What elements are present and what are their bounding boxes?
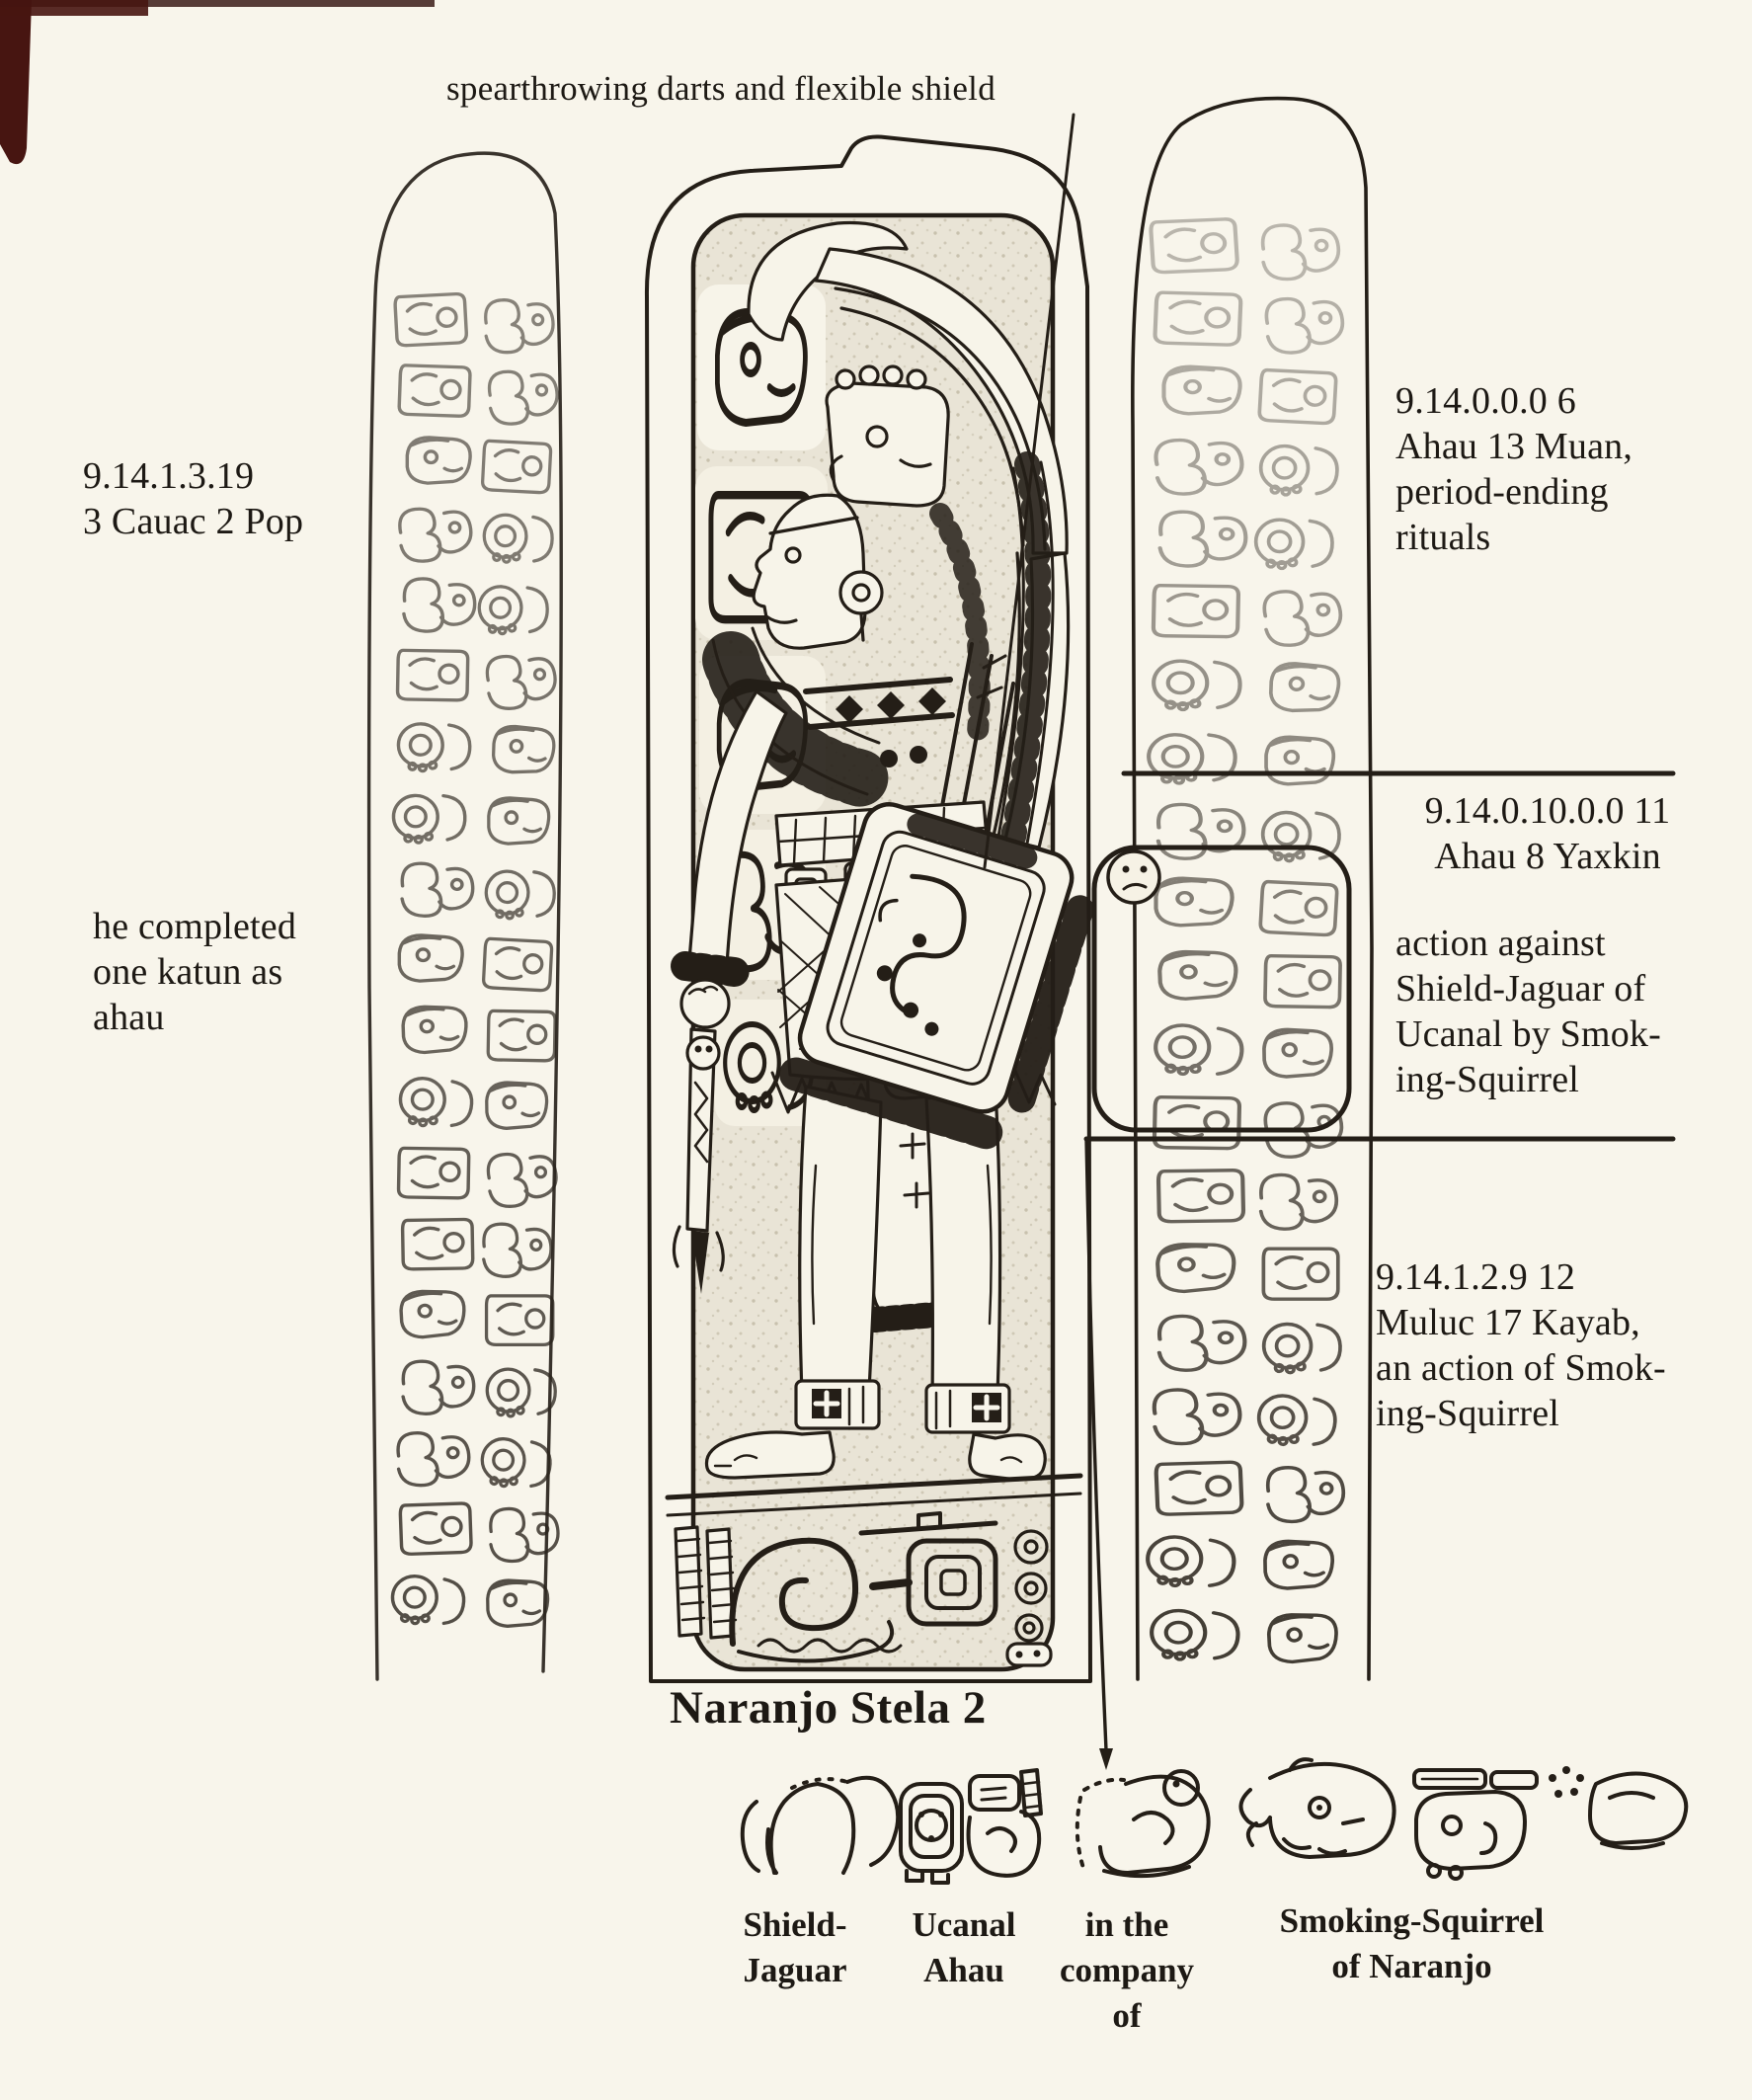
annotation-line: Ucanal by Smok-: [1395, 1013, 1661, 1055]
annotation-line: period-ending: [1395, 471, 1609, 513]
right-stela-drawing: [1106, 96, 1374, 1681]
center-stela-drawing: [644, 134, 1094, 1683]
annotation-line: ing-Squirrel: [1376, 1393, 1560, 1434]
right-stela-glyphs: [1146, 218, 1346, 1665]
annotation-muluc-event: 9.14.1.2.9 12 Muluc 17 Kayab, an action …: [1376, 1254, 1666, 1436]
annotation-line: rituals: [1395, 517, 1491, 558]
glyph-label-shield-jaguar: Shield- Jaguar: [706, 1902, 884, 1993]
annotation-line: Ahau 13 Muan,: [1395, 426, 1633, 467]
shield-annotation-label: spearthrowing darts and flexible shield: [446, 69, 995, 108]
annotation-line: Ahau 8 Yaxkin: [1434, 836, 1661, 877]
ear-spool: [838, 570, 884, 615]
annotation-line: action against: [1395, 923, 1606, 964]
feather-collar: [702, 631, 890, 807]
glyph-label-ucanal-ahau: Ucanal Ahau: [875, 1902, 1053, 1993]
annotation-line: 3 Cauac 2 Pop: [83, 501, 304, 542]
glyph-label-line: Jaguar: [743, 1951, 847, 1989]
ucanal-ahau-glyph: [899, 1768, 1043, 1885]
ruler-head: [752, 493, 884, 650]
annotation-line: ing-Squirrel: [1395, 1059, 1580, 1100]
glyph-label-line: Shield-: [743, 1905, 847, 1944]
annotation-line: 9.14.1.3.19: [83, 455, 255, 497]
annotation-period-ending: 9.14.0.0.0 6 Ahau 13 Muan, period-ending…: [1395, 378, 1633, 560]
callout-lines: [983, 113, 1676, 1770]
annotation-capture-date: 9.14.0.10.0.0 11 Ahau 8 Yaxkin: [1385, 788, 1711, 879]
legs: [798, 1085, 1002, 1401]
glyph-label-line: company: [1059, 1951, 1195, 1989]
annotation-left-date: 9.14.1.3.19 3 Cauac 2 Pop: [83, 453, 303, 544]
feather-bead-band: [995, 451, 1052, 882]
left-stela-drawing: [366, 151, 563, 1681]
scan-artifact: [0, 0, 435, 165]
glyph-label-line: in the: [1084, 1905, 1169, 1944]
shield-jaguar-glyph: [740, 1775, 901, 1875]
shield-leader-line: [983, 113, 1075, 869]
manikin-scepter: [672, 1027, 725, 1294]
glyph-leader-line: [1084, 1137, 1108, 1752]
glyph-label-line: of: [1112, 1996, 1142, 2035]
annotation-line: 9.14.1.2.9 12: [1376, 1256, 1576, 1298]
annotation-line: an action of Smok-: [1376, 1347, 1666, 1389]
leader-arrow: [1099, 1748, 1113, 1770]
annotation-line: ahau: [93, 997, 165, 1038]
glyph-label-line: Ucanal: [912, 1905, 1016, 1944]
annotation-line: Shield-Jaguar of: [1395, 968, 1646, 1010]
annotation-line: one katun as: [93, 951, 283, 993]
annotation-left-katun: he completed one katun as ahau: [93, 904, 296, 1040]
annotation-line: he completed: [93, 906, 297, 947]
flexible-shield: [779, 802, 1094, 1151]
pectoral-bar: [803, 677, 955, 767]
left-arm: [671, 689, 788, 1029]
left-stela-glyphs: [389, 291, 561, 1629]
anklets-and-sandals: [704, 1379, 1047, 1482]
figure-caption: Naranjo Stela 2: [670, 1682, 987, 1734]
headdress-mask: [825, 364, 950, 508]
glyph-label-line: Smoking-Squirrel: [1279, 1901, 1545, 1940]
ruler-figure: [665, 220, 1094, 1667]
base-platform: [665, 1473, 1083, 1517]
glyph-label-smoking-squirrel: Smoking-Squirrel of Naranjo: [1222, 1898, 1602, 1989]
name-glyph-row: [740, 1757, 1689, 1885]
glyph-label-line: Ahau: [923, 1951, 1004, 1989]
headdress-crest: [747, 220, 909, 342]
smoking-squirrel-of-naranjo-glyph: [1238, 1757, 1689, 1881]
glyph-label-line: of Naranjo: [1331, 1947, 1492, 1985]
annotation-line: 9.14.0.10.0.0 11: [1424, 790, 1671, 832]
in-the-company-of-glyph: [1075, 1769, 1211, 1879]
annotation-capture-action: action against Shield-Jaguar of Ucanal b…: [1395, 921, 1661, 1102]
small-face-glyph: [1106, 849, 1161, 905]
annotation-line: 9.14.0.0.0 6: [1395, 380, 1576, 422]
glyph-highlight-box: [1091, 845, 1352, 1133]
glyph-label-in-the-company: in the company of: [1033, 1902, 1221, 2039]
base-panel-monster: [674, 1511, 1053, 1667]
annotation-line: Muluc 17 Kayab,: [1376, 1302, 1640, 1343]
